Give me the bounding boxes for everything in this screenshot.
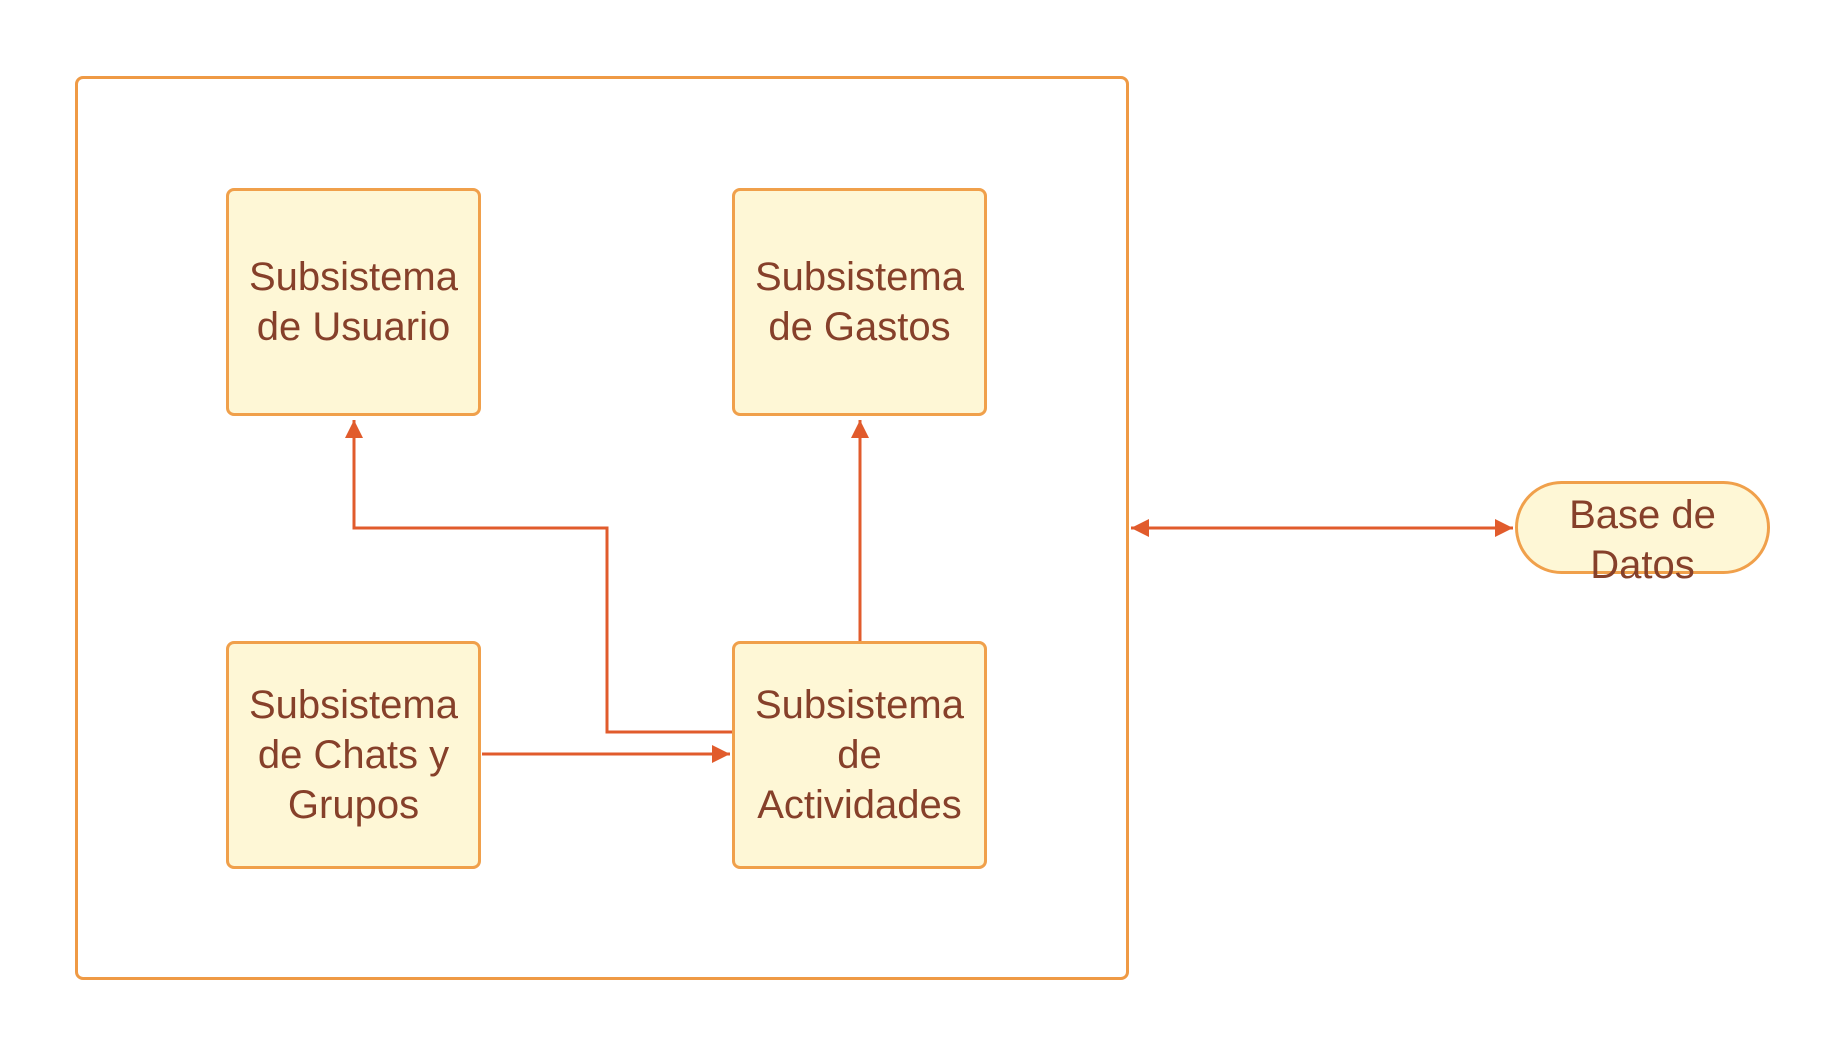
node-subsistema-actividades: Subsistema de Actividades [732,641,987,869]
node-base-de-datos: Base de Datos [1515,481,1770,587]
node-subsistema-chats-grupos: Subsistema de Chats y Grupos [226,641,481,869]
system-boundary [75,76,1129,980]
node-subsistema-usuario: Subsistema de Usuario [226,188,481,416]
edge-actividades-to-usuario [345,420,732,734]
node-subsistema-gastos: Subsistema de Gastos [732,188,987,416]
